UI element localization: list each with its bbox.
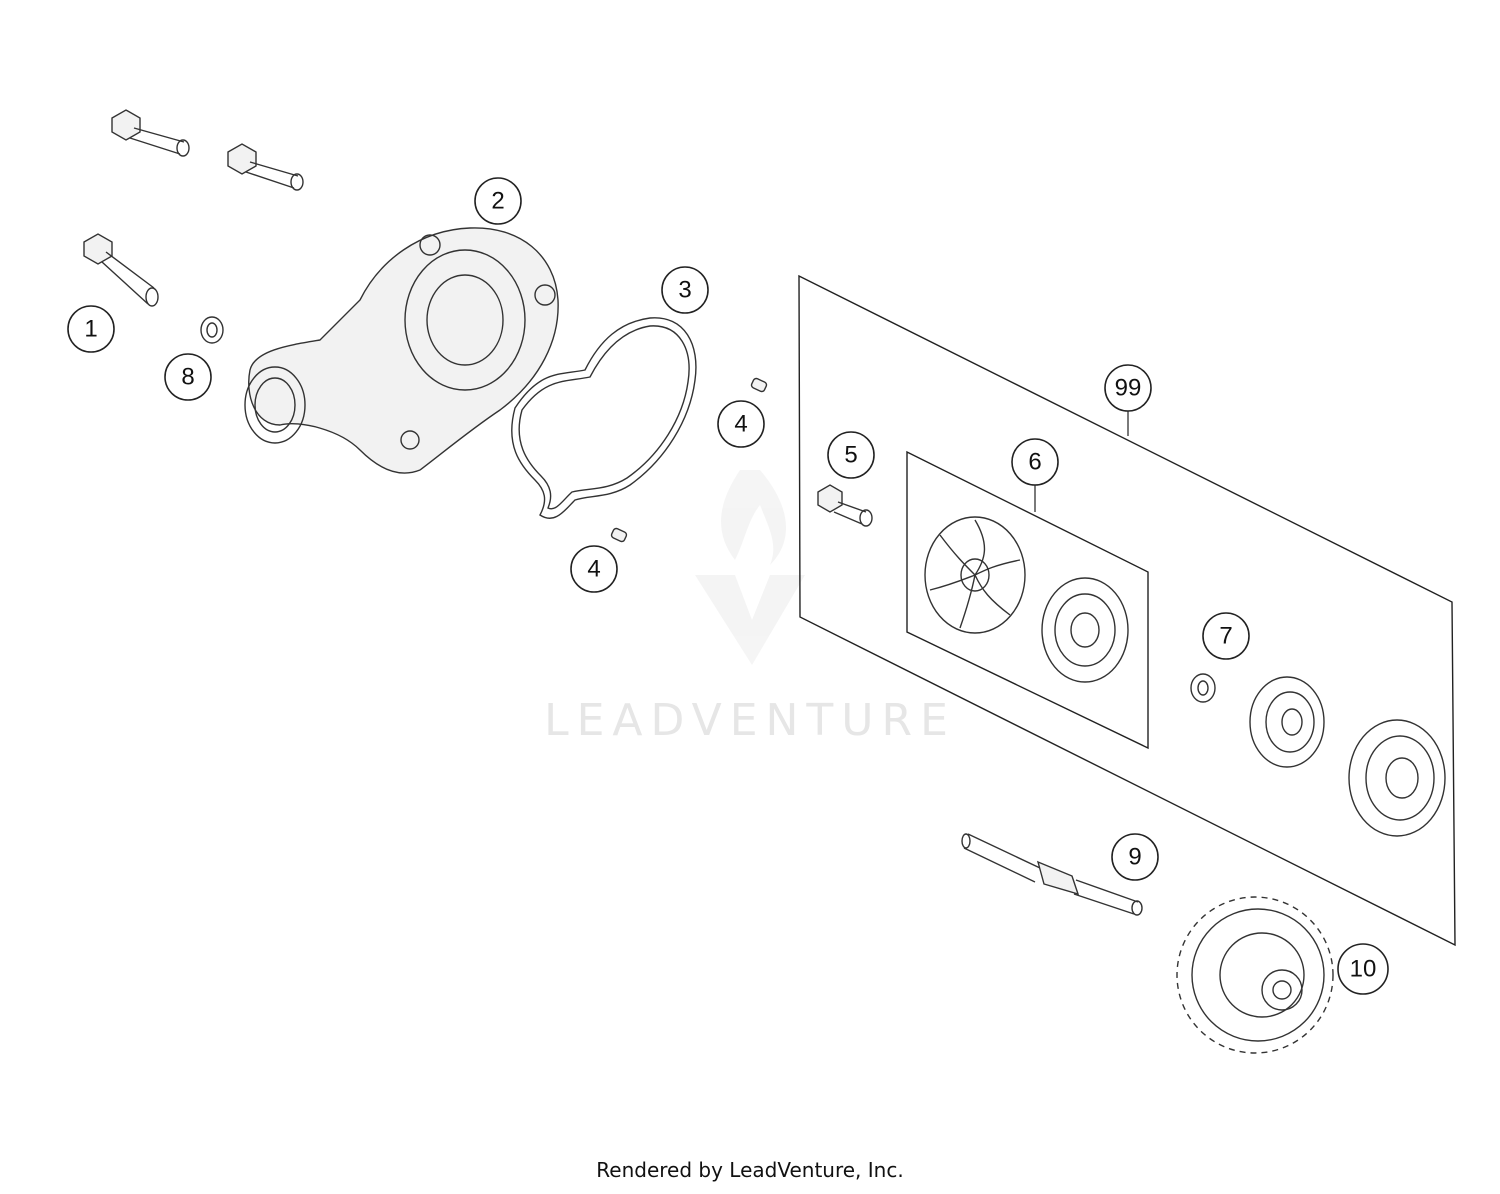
callout-8[interactable]: 8	[164, 353, 212, 401]
svg-text:4: 4	[734, 411, 747, 438]
gear-part-10[interactable]	[1176, 896, 1334, 1054]
watermark-logo	[695, 470, 805, 665]
gasket-part-3[interactable]	[511, 317, 697, 519]
svg-text:9: 9	[1128, 844, 1141, 871]
callout-4b[interactable]: 4	[570, 545, 618, 593]
bearing-small[interactable]	[1249, 676, 1325, 768]
impeller-part-6[interactable]	[924, 516, 1026, 634]
svg-text:99: 99	[1115, 375, 1142, 402]
callout-10[interactable]: 10	[1337, 943, 1389, 995]
callout-3[interactable]: 3	[661, 266, 709, 314]
callout-99[interactable]: 99	[1104, 364, 1152, 412]
callout-4a[interactable]: 4	[717, 400, 765, 448]
callout-1[interactable]: 1	[67, 305, 115, 353]
bolt-part-5[interactable]	[817, 484, 873, 527]
dowel-part-4b[interactable]	[610, 527, 628, 543]
bearing-large[interactable]	[1348, 719, 1446, 837]
svg-text:2: 2	[491, 188, 504, 215]
svg-text:3: 3	[678, 277, 691, 304]
callout-9[interactable]: 9	[1111, 833, 1159, 881]
svg-text:6: 6	[1028, 449, 1041, 476]
callout-7[interactable]: 7	[1202, 612, 1250, 660]
footer-credit: Rendered by LeadVenture, Inc.	[596, 1158, 904, 1182]
bolt-part-1b[interactable]	[227, 143, 304, 191]
bolt-part-1c[interactable]	[83, 233, 159, 307]
svg-text:10: 10	[1350, 956, 1377, 983]
shaft-part-9[interactable]	[961, 833, 1143, 916]
svg-text:1: 1	[84, 316, 97, 343]
bolt-part-1a[interactable]	[111, 109, 190, 157]
pump-cover-part-2[interactable]	[244, 227, 559, 474]
svg-text:7: 7	[1219, 623, 1232, 650]
svg-text:4: 4	[587, 556, 600, 583]
washer-part-8[interactable]	[200, 316, 224, 344]
callout-2[interactable]: 2	[474, 177, 522, 225]
callout-6[interactable]: 6	[1011, 438, 1059, 486]
washer-part-7[interactable]	[1190, 673, 1216, 703]
seal-disc-part-6[interactable]	[1041, 577, 1129, 683]
watermark-text: LEADVENTURE	[544, 695, 956, 746]
dowel-part-4a[interactable]	[750, 377, 768, 393]
svg-text:8: 8	[181, 364, 194, 391]
callout-5[interactable]: 5	[827, 431, 875, 479]
group-box-part-6	[906, 450, 1149, 750]
svg-text:5: 5	[844, 442, 857, 469]
group-box-part-99	[798, 274, 1456, 947]
